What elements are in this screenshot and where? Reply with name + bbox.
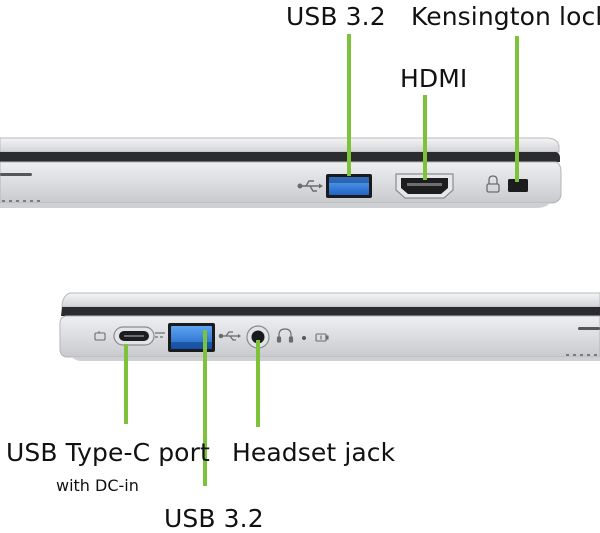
label-hdmi: HDMI — [400, 64, 468, 93]
bottom-speaker-slot — [578, 327, 600, 330]
label-headset: Headset jack — [232, 438, 396, 467]
label-usb-top: USB 3.2 — [286, 2, 386, 31]
top-vent-dots — [2, 200, 40, 202]
usb-c-icon — [94, 331, 106, 341]
led-dot-icon — [302, 336, 306, 340]
bottom-vent-dots — [566, 354, 597, 356]
usb-icon-bottom — [218, 331, 241, 341]
top-laptop-side — [0, 137, 562, 208]
power-icon — [155, 332, 165, 338]
top-speaker-slot — [0, 173, 32, 176]
top-base — [0, 161, 562, 204]
bottom-leader-lines — [124, 330, 260, 486]
bottom-lid — [61, 292, 600, 308]
label-kensington: Kensington lock — [411, 2, 600, 31]
kensington-slot — [508, 179, 528, 192]
usb-icon — [297, 180, 323, 192]
headset-icon — [276, 328, 294, 343]
top-hinge-seam — [0, 152, 560, 162]
label-usbc: USB Type-C port — [6, 438, 210, 467]
bottom-hinge-seam — [61, 307, 600, 316]
label-usbc-sub: with DC-in — [56, 476, 139, 495]
bottom-base-foot — [72, 357, 600, 361]
top-leader-lines — [347, 34, 519, 182]
top-lid — [0, 137, 560, 153]
battery-icon — [315, 333, 329, 342]
top-base-foot — [0, 203, 550, 208]
headset-jack-hole — [251, 330, 265, 344]
lock-icon — [486, 175, 500, 193]
bottom-laptop-side — [59, 292, 600, 361]
label-usb-bottom: USB 3.2 — [164, 504, 264, 533]
